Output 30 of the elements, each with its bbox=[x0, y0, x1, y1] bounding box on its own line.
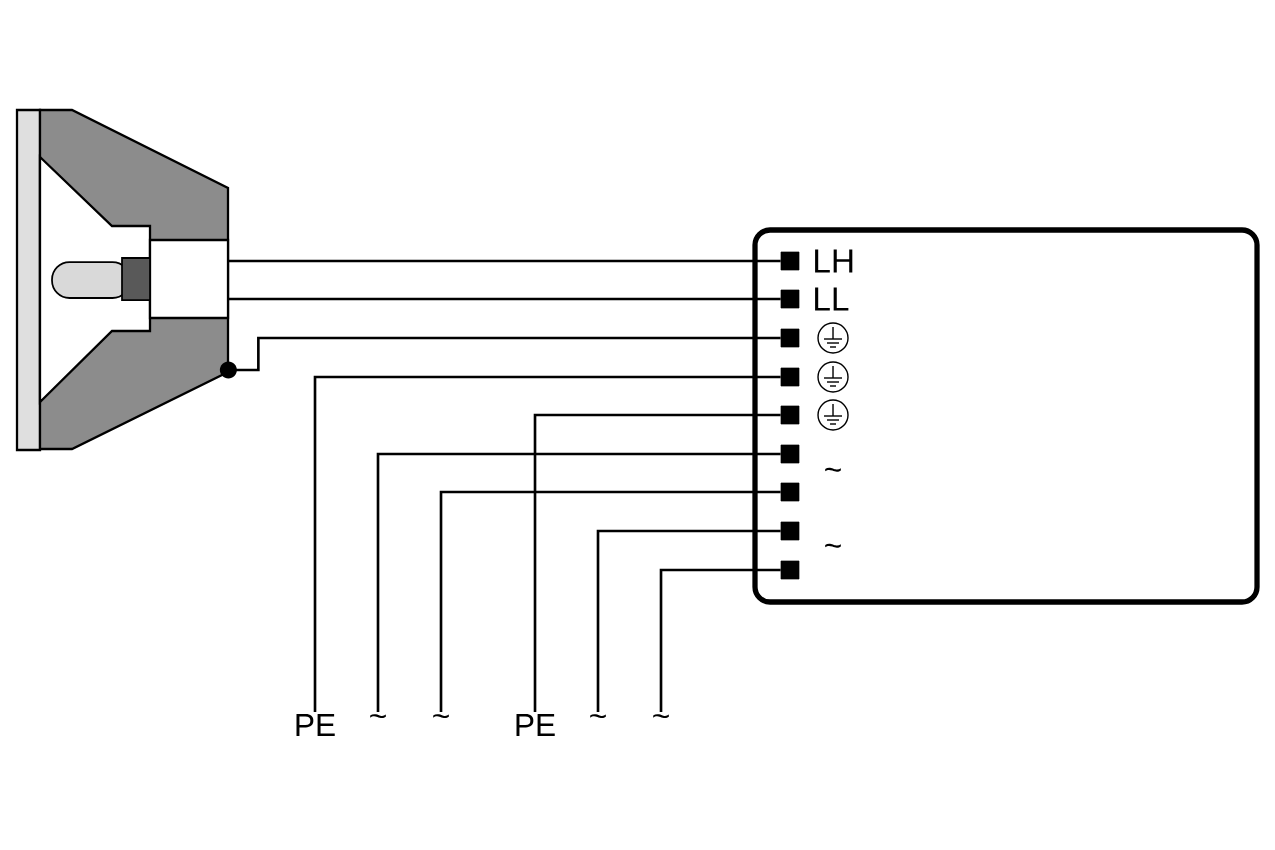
terminal bbox=[780, 367, 800, 387]
wire-label: ~ bbox=[653, 714, 669, 719]
terminal-label: ~ bbox=[825, 467, 841, 472]
terminal bbox=[780, 560, 800, 580]
wire bbox=[596, 529, 781, 712]
wire bbox=[228, 259, 781, 263]
terminal bbox=[780, 405, 800, 425]
wire bbox=[228, 297, 781, 301]
terminal-label: LH bbox=[815, 249, 853, 273]
terminal bbox=[780, 482, 800, 502]
wire bbox=[439, 490, 781, 712]
wire-label: PE bbox=[516, 714, 555, 736]
wire-label: ~ bbox=[433, 714, 449, 719]
wire bbox=[313, 375, 781, 712]
terminal-label: ~ bbox=[825, 543, 841, 548]
wire bbox=[376, 452, 781, 712]
terminal bbox=[780, 251, 800, 271]
terminal-label: LL bbox=[815, 287, 849, 311]
wire bbox=[219, 336, 781, 379]
terminal bbox=[780, 328, 800, 348]
wire-label: ~ bbox=[370, 714, 386, 719]
wire-label: ~ bbox=[590, 714, 606, 719]
terminal bbox=[780, 521, 800, 541]
terminal bbox=[780, 289, 800, 309]
wire-label: PE bbox=[296, 714, 335, 736]
wire bbox=[533, 413, 781, 712]
terminal bbox=[780, 444, 800, 464]
wire bbox=[659, 568, 781, 712]
lamp-drawing bbox=[15, 108, 230, 452]
ballast-box bbox=[752, 227, 1260, 605]
